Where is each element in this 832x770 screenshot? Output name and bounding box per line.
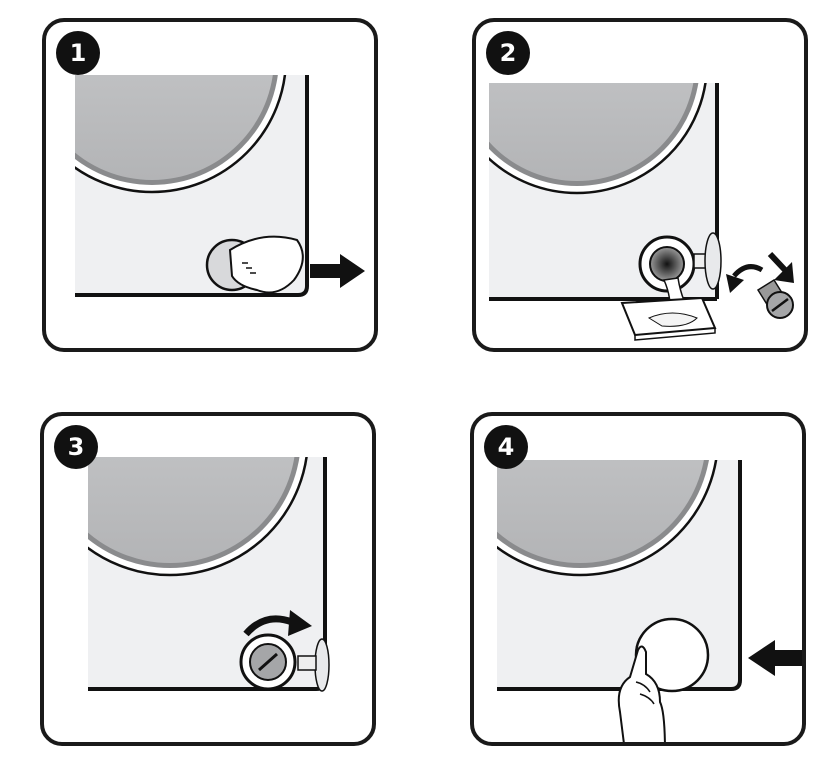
arrow-left-icon xyxy=(748,640,802,676)
arrow-down-right-icon xyxy=(767,251,788,273)
door-icon xyxy=(497,460,718,577)
step-4-illustration xyxy=(497,460,802,742)
door-icon xyxy=(489,83,707,195)
arrow-right-icon xyxy=(310,254,365,288)
step-1-illustration xyxy=(75,75,365,297)
hand-icon xyxy=(228,235,304,294)
step-3-panel: 3 xyxy=(40,412,376,746)
step-number-badge: 3 xyxy=(54,425,98,469)
step-number-badge: 2 xyxy=(486,31,530,75)
step-number-badge: 1 xyxy=(56,31,100,75)
filter-cover-icon xyxy=(314,638,330,692)
filter-opening-icon xyxy=(638,232,722,293)
filter-plug-icon xyxy=(756,278,794,319)
rotate-arrow-icon xyxy=(243,615,294,637)
filter-cover-icon xyxy=(205,235,304,294)
rotate-arrow-icon xyxy=(732,264,764,278)
filter-knob-icon xyxy=(239,633,297,691)
door-icon xyxy=(75,75,287,194)
filter-cover-icon xyxy=(704,232,722,290)
step-1-panel: 1 xyxy=(42,18,378,352)
step-2-panel: 2 xyxy=(472,18,808,352)
step-2-illustration xyxy=(489,83,794,341)
door-icon xyxy=(88,457,308,577)
machine-edge xyxy=(75,75,309,297)
step-number-badge: 4 xyxy=(484,425,528,469)
step-3-illustration xyxy=(88,457,330,692)
step-4-panel: 4 xyxy=(470,412,806,746)
